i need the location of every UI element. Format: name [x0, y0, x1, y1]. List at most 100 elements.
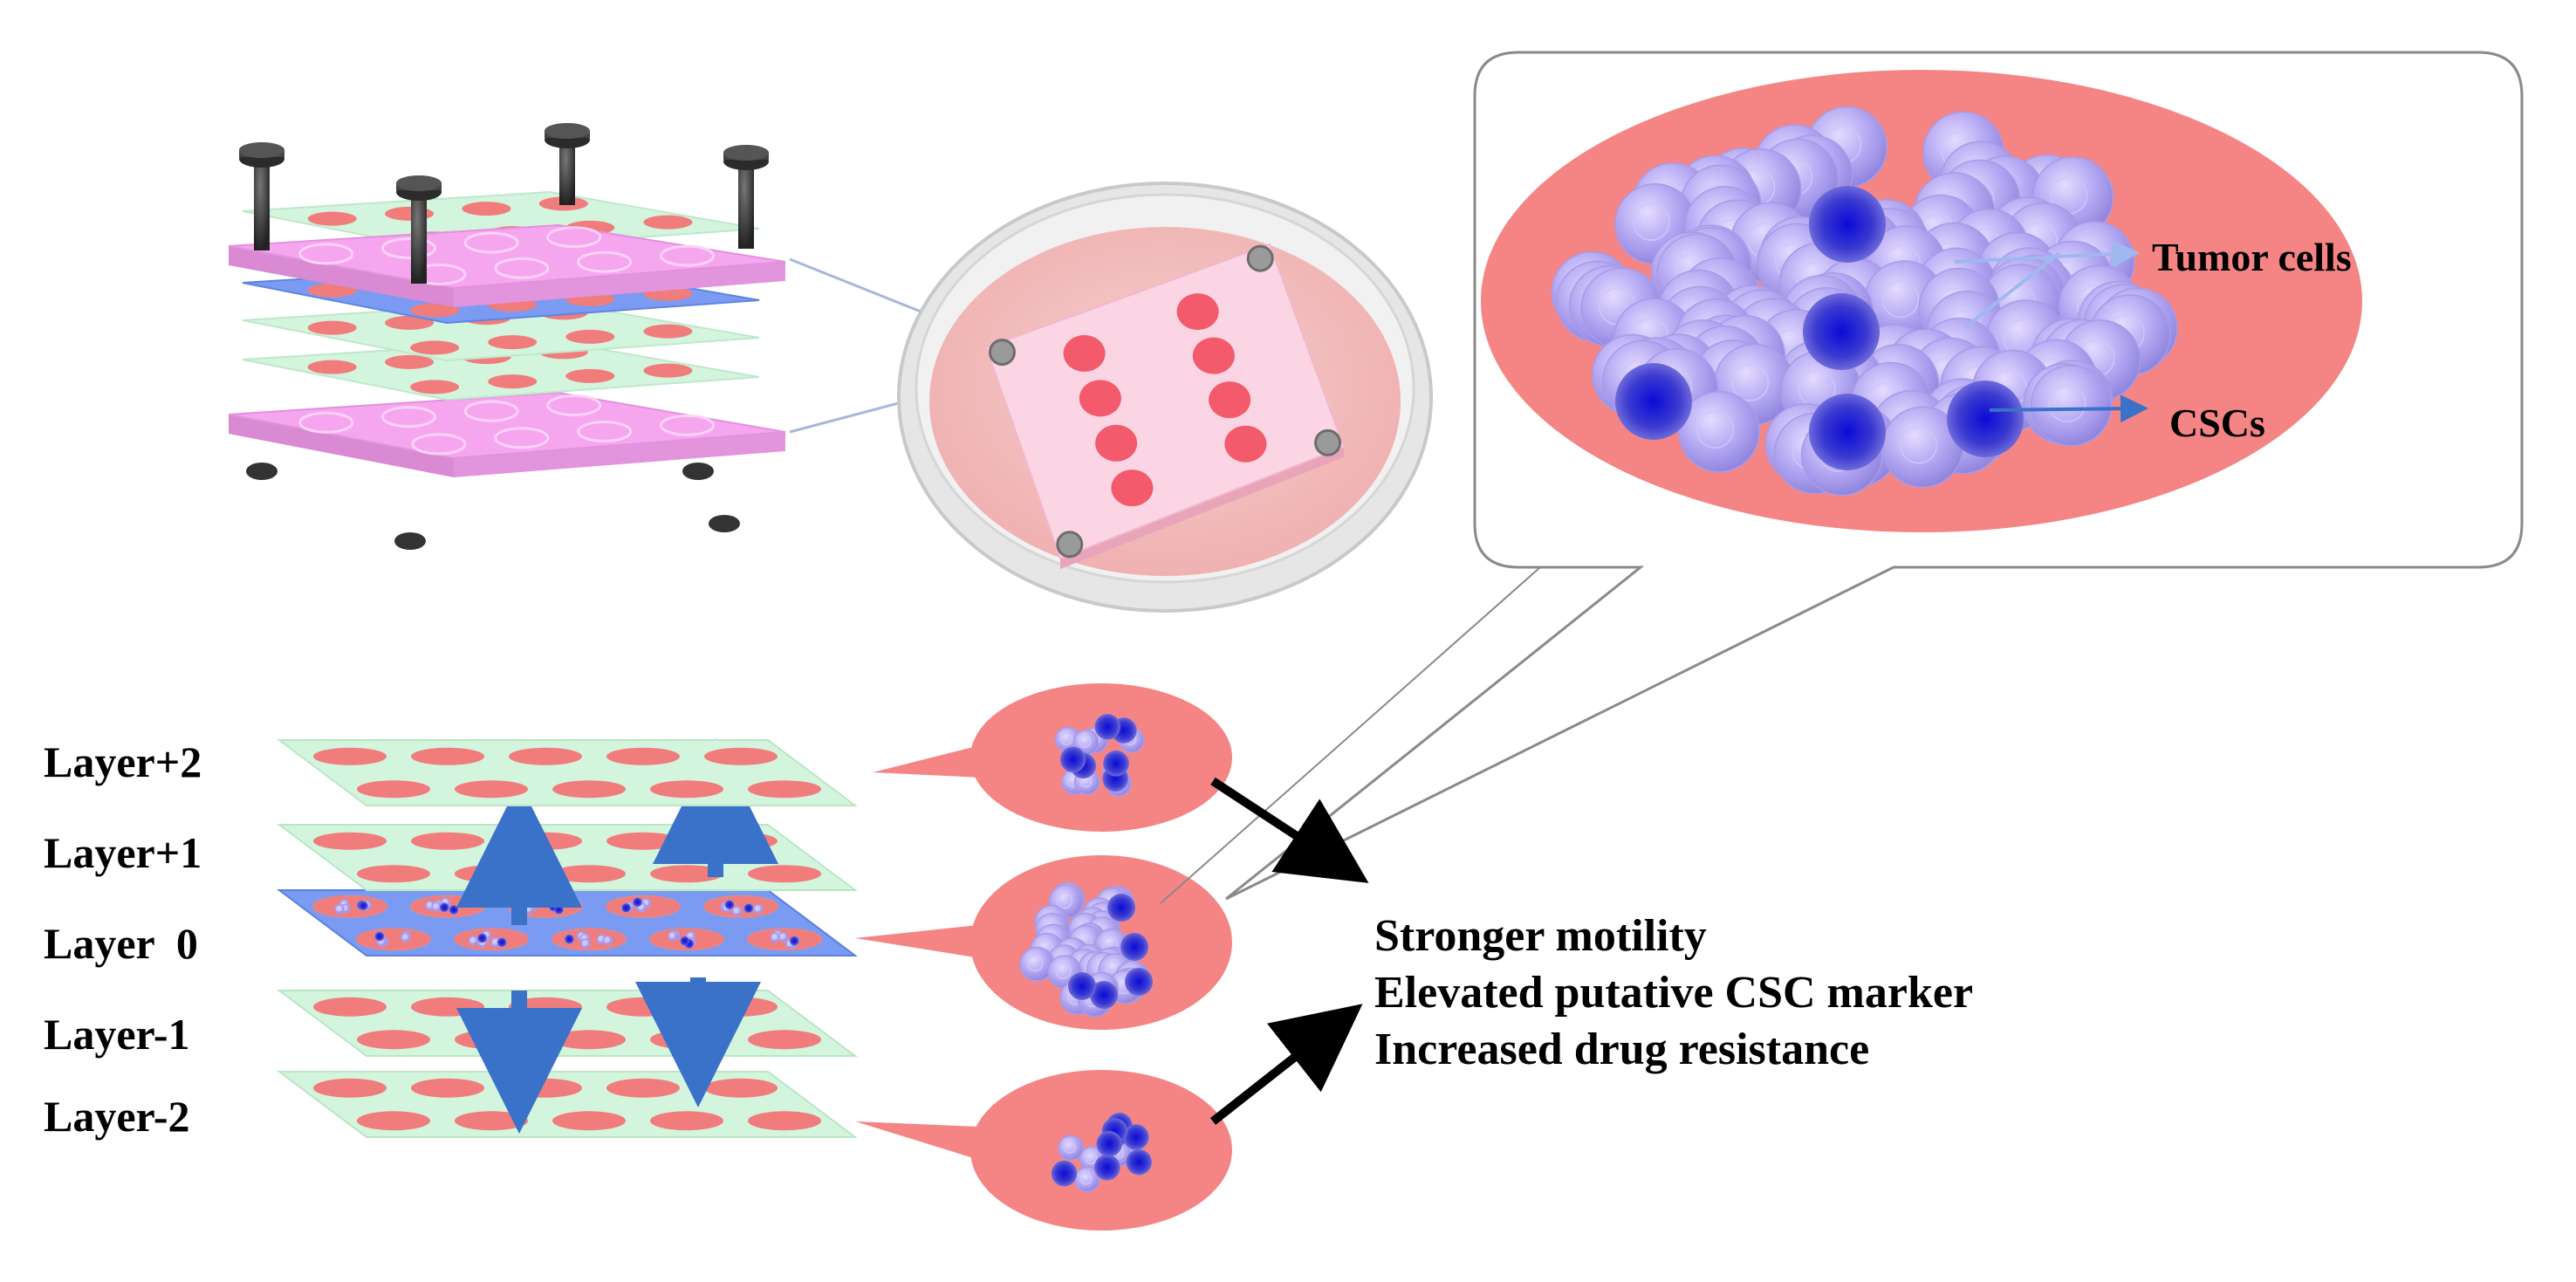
- well: [462, 202, 511, 216]
- bottom-plate: [228, 391, 786, 477]
- layer-sheet-minus2: [277, 1071, 858, 1138]
- cell-nucleus: [1731, 363, 1770, 401]
- well: [307, 360, 357, 374]
- well: [410, 303, 460, 318]
- well: [643, 215, 693, 230]
- plate-hole: [546, 226, 602, 249]
- view-plus2-spheroid: [1054, 714, 1145, 797]
- cell-nucleus: [1085, 1152, 1098, 1165]
- well: [313, 832, 387, 850]
- well: [454, 928, 529, 951]
- screw-foot: [682, 463, 714, 480]
- well: [650, 780, 723, 799]
- well: [410, 380, 460, 394]
- csc-cell: [359, 901, 368, 911]
- outcome-arrow-lower: [1209, 1004, 1363, 1125]
- chip-well: [1111, 470, 1154, 507]
- plate-hole: [494, 257, 550, 279]
- well: [704, 747, 778, 765]
- chip-well: [1176, 293, 1219, 331]
- cell-nucleus: [755, 906, 761, 912]
- cell-nucleus: [2048, 384, 2086, 422]
- layer-label-minus1: Layer-1: [44, 1010, 190, 1059]
- bottom-plate-edge: [229, 415, 454, 477]
- chip-surface: [984, 243, 1346, 560]
- tumor-cell: [602, 935, 613, 946]
- csc-cell: [1068, 972, 1096, 1000]
- screw-foot: [709, 515, 740, 532]
- screw-shaft: [738, 161, 754, 249]
- csc-cell: [374, 931, 385, 942]
- well: [509, 747, 582, 765]
- well-spheroid: [425, 897, 459, 915]
- csc-cell: [1809, 186, 1886, 263]
- cell-nucleus: [1056, 892, 1073, 909]
- plate-hole: [380, 406, 436, 428]
- csc-cell: [1120, 933, 1148, 961]
- csc-pointer: [1989, 394, 2148, 423]
- plate-hole: [380, 237, 436, 259]
- well: [385, 315, 435, 330]
- view-plus2-bg: [970, 683, 1232, 832]
- tumor-cell: [668, 930, 678, 942]
- csc-cell: [680, 936, 689, 946]
- view-minus2-spheroid: [1051, 1112, 1152, 1193]
- well: [704, 997, 778, 1017]
- csc-cell: [1051, 1160, 1078, 1187]
- csc-cell: [1094, 714, 1120, 740]
- tumor-cell: [731, 906, 743, 916]
- well: [313, 747, 387, 765]
- well-spheroid: [564, 930, 613, 949]
- chip-well: [1063, 335, 1106, 373]
- cell-nucleus: [1881, 280, 1920, 319]
- csc-cell: [1103, 751, 1129, 777]
- tumor-cell: [770, 932, 781, 943]
- cell-nucleus: [433, 903, 439, 909]
- screw-top: [239, 142, 284, 158]
- csc-cell: [1094, 1154, 1120, 1181]
- layer-sheet-plus2: [277, 739, 858, 806]
- outcome-drug-resistance: Increased drug resistance: [1374, 1025, 1870, 1074]
- csc-cell: [1125, 968, 1153, 996]
- top-plate-edge: [229, 246, 454, 307]
- tumor-pointer: [1954, 240, 2140, 268]
- tumor-cell: [753, 903, 764, 915]
- chip-screw: [1314, 428, 1342, 456]
- csc-cell: [497, 937, 507, 948]
- well-spheroid: [620, 896, 652, 914]
- well: [488, 374, 538, 389]
- well: [565, 368, 615, 383]
- screw-foot: [394, 532, 426, 550]
- chip-well: [1192, 337, 1235, 374]
- cell-nucleus: [669, 933, 675, 939]
- well: [748, 780, 821, 799]
- petri-dish-icon: [897, 182, 1433, 613]
- cell-nucleus: [1079, 735, 1092, 748]
- cell-nucleus: [402, 934, 408, 940]
- cell-nucleus: [1055, 963, 1072, 980]
- csc-cell: [554, 904, 564, 915]
- plate-hole: [660, 244, 716, 267]
- csc-cell: [1126, 1148, 1152, 1176]
- well: [606, 747, 680, 765]
- cell-nucleus: [336, 906, 342, 912]
- zoom-line: [1160, 566, 1541, 904]
- well-spheroid: [720, 899, 764, 916]
- cell-nucleus: [1696, 411, 1734, 449]
- screw-shaft: [411, 192, 427, 284]
- top-plate-edge: [454, 262, 785, 307]
- csc-cell: [565, 934, 574, 944]
- well: [650, 865, 723, 883]
- tumor-cell: [1678, 391, 1760, 473]
- well: [357, 865, 430, 883]
- chip-screw: [1246, 244, 1274, 272]
- well: [748, 865, 821, 883]
- layer-sheet-minus1: [277, 990, 858, 1057]
- cell-nucleus: [638, 904, 644, 910]
- screw-icon: [239, 142, 284, 250]
- tumor-pointer: [1963, 251, 2061, 329]
- plate-hole: [660, 414, 716, 436]
- bottom-plate-edge: [454, 432, 785, 477]
- csc-cell: [743, 903, 754, 913]
